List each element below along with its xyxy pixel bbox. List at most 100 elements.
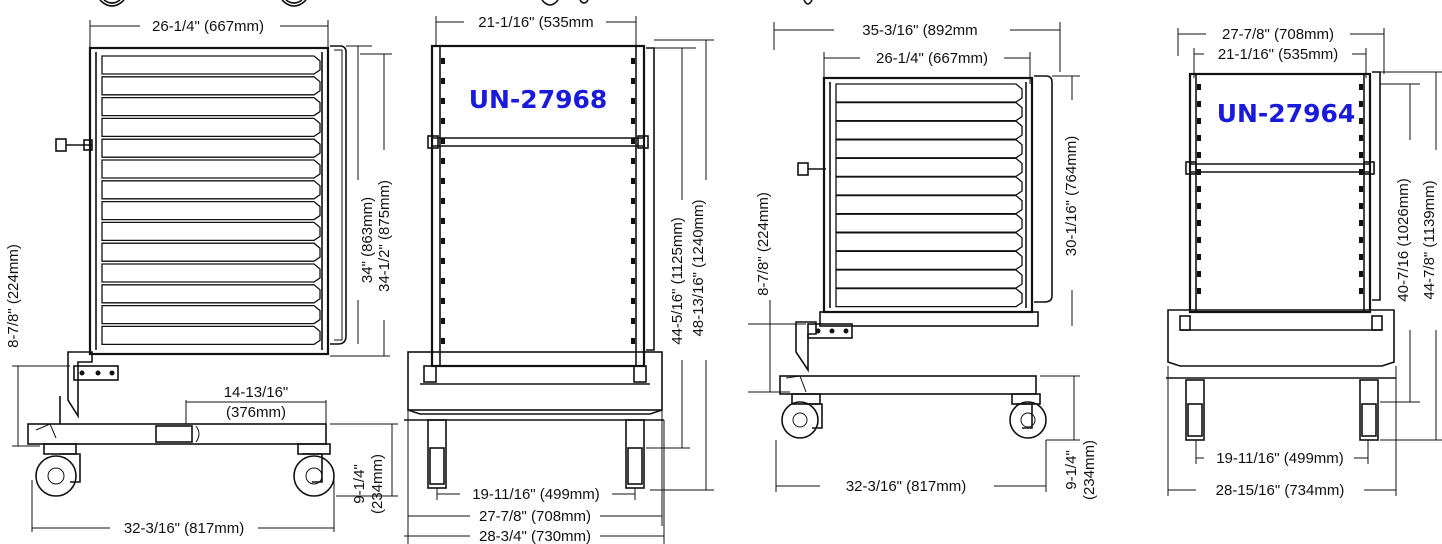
dim-short-front-base-width-label: 28-15/16" (734mm) xyxy=(1216,482,1345,499)
dim-short-rack-height: 30-1/16" (764mm) xyxy=(1052,75,1080,326)
dim-caster-height: 9-1/4" (234mm) xyxy=(330,423,398,514)
rail-tick xyxy=(441,298,445,304)
rail-tick xyxy=(631,318,635,324)
dim-front-height-inner-label: 44-5/16" (1125mm) xyxy=(669,217,686,345)
rail-tick xyxy=(1359,101,1363,107)
rail-tick xyxy=(441,178,445,184)
rail-tick xyxy=(1197,152,1201,158)
shelf-slide xyxy=(101,263,321,283)
rail-tick xyxy=(1197,220,1201,226)
rail-tick xyxy=(1197,288,1201,294)
shelf-slide xyxy=(835,213,1023,233)
shelf-slide xyxy=(101,159,321,179)
dim-height-inner-label: 34" (863mm) xyxy=(359,197,376,283)
rail-tick xyxy=(631,298,635,304)
rail-tick xyxy=(1359,237,1363,243)
dim-front-caster-spacing-label: 19-11/16" (499mm) xyxy=(472,486,600,503)
shelf-slide xyxy=(835,269,1023,289)
dim-short-width-overall-label: 35-3/16" (892mm xyxy=(862,22,977,39)
dim-offset: 14-13/16" (376mm) xyxy=(185,384,327,424)
rail-tick xyxy=(1359,84,1363,90)
shelf-slide xyxy=(835,250,1023,271)
view-cart-24k-front: 21-1/16" (535mm UN-27968 xyxy=(404,0,714,544)
dim-short-front-width-top: 21-1/16" (535mm) xyxy=(1193,46,1367,78)
rail-tick xyxy=(441,198,445,204)
rail-tick xyxy=(631,98,635,104)
rail-tick xyxy=(441,78,445,84)
caster-left xyxy=(35,443,81,497)
rail-tick xyxy=(1359,203,1363,209)
rail-tick xyxy=(631,198,635,204)
caster-right xyxy=(293,443,335,497)
rail-tick xyxy=(1359,152,1363,158)
dim-short-front-height-inner: 40-7/16 (1026mm) xyxy=(1380,83,1420,403)
dim-handle-height: 8-7/8" (224mm) xyxy=(5,244,70,447)
short-shelf-rail-ticks xyxy=(1197,84,1363,294)
short-caster-left xyxy=(781,393,823,439)
rail-tick xyxy=(441,118,445,124)
dim-front-caster-spacing: 19-11/16" (499mm) xyxy=(436,486,636,503)
dim-short-front-base-width: 28-15/16" (734mm) xyxy=(1167,366,1397,499)
dim-front-height-outer-label: 48-13/16" (1240mm) xyxy=(690,199,707,336)
rack-frame xyxy=(88,46,330,356)
model-label-un-27964: UN-27964 xyxy=(1217,99,1356,128)
rail-tick xyxy=(1359,271,1363,277)
model-label-un-27968: UN-27968 xyxy=(469,85,608,114)
rail-tick xyxy=(631,178,635,184)
rail-tick xyxy=(1359,220,1363,226)
dim-width-top: 26-1/4" (667mm) xyxy=(89,18,329,52)
shelf-slide xyxy=(101,117,321,138)
rail-tick xyxy=(1359,118,1363,124)
rail-tick xyxy=(441,258,445,264)
dim-caster-height-mm: (234mm) xyxy=(369,454,386,514)
short-front-base xyxy=(1167,309,1395,367)
shelf-rail-ticks xyxy=(441,58,635,344)
dim-short-front-caster-spacing-label: 19-11/16" (499mm) xyxy=(1216,450,1344,467)
shelf-slide xyxy=(101,55,321,75)
dim-front-width-top-label: 21-1/16" (535mm xyxy=(478,14,593,31)
view-cart-24k-side: 26-1/4" (667mm) 34" (863mm) 3 xyxy=(5,0,398,537)
rail-tick xyxy=(1359,254,1363,260)
rail-tick xyxy=(1359,186,1363,192)
rail-tick xyxy=(441,278,445,284)
rail-tick xyxy=(1197,118,1201,124)
dim-handle-height-label: 8-7/8" (224mm) xyxy=(5,244,22,348)
rail-tick xyxy=(1359,288,1363,294)
rail-tick xyxy=(441,318,445,324)
rail-tick xyxy=(631,78,635,84)
shelf-slide xyxy=(101,284,321,304)
shelf-slide xyxy=(101,180,321,200)
dim-front-height-outer: 48-13/16" (1240mm) xyxy=(650,39,714,491)
push-handle xyxy=(55,138,93,152)
dim-short-front-height-outer: 44-7/8" (1139mm) xyxy=(1380,71,1442,441)
dim-short-rack-height-label: 30-1/16" (764mm) xyxy=(1063,136,1080,256)
rail-tick xyxy=(441,158,445,164)
front-base xyxy=(407,351,663,415)
dim-short-base-length: 32-3/16" (817mm) xyxy=(775,440,1047,495)
view-cart-20k-front: 27-7/8" (708mm) 21-1/16" (535mm) UN-2796… xyxy=(1166,26,1442,499)
dim-front-overall-width-label: 28-3/4" (730mm) xyxy=(479,528,591,544)
rail-tick xyxy=(441,238,445,244)
rail-tick xyxy=(631,218,635,224)
dim-short-handle-height-label: 8-7/8" (224mm) xyxy=(755,192,772,296)
dim-height-outer-label: 34-1/2" (875mm) xyxy=(376,180,393,292)
shelf-slide xyxy=(101,96,321,117)
shelf-slide xyxy=(835,83,1023,103)
dim-short-handle-height: 8-7/8" (224mm) xyxy=(748,192,806,393)
dim-short-caster-height-mm: (234mm) xyxy=(1081,440,1098,500)
rail-tick xyxy=(631,238,635,244)
rail-tick xyxy=(1197,271,1201,277)
front-frame xyxy=(430,44,646,368)
dim-front-width-top: 21-1/16" (535mm xyxy=(435,14,637,46)
shelf-slide xyxy=(835,287,1023,308)
dim-front-height-inner: 44-5/16" (1125mm) xyxy=(646,47,696,449)
shelf-slide xyxy=(835,101,1023,122)
short-push-handle xyxy=(797,162,826,176)
short-caster-right xyxy=(1009,393,1047,439)
rail-tick xyxy=(631,278,635,284)
dim-front-base-width-label: 27-7/8" (708mm) xyxy=(479,508,591,525)
rail-tick xyxy=(1197,169,1201,175)
rail-tick xyxy=(631,58,635,64)
dim-base-length-label: 32-3/16" (817mm) xyxy=(124,520,244,537)
